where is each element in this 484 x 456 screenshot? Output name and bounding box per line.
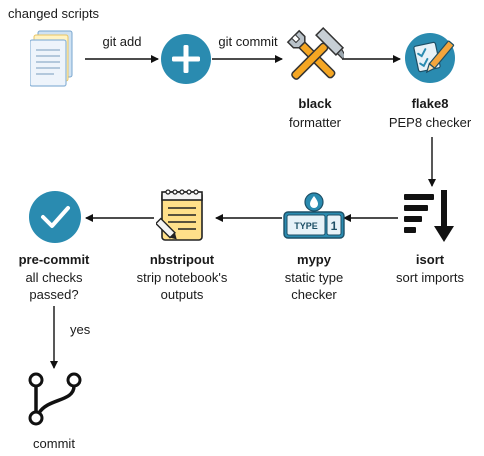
flake8-subtitle: PEP8 checker xyxy=(388,115,472,130)
black-subtitle: formatter xyxy=(288,115,341,130)
flake8-title: flake8 xyxy=(411,96,449,111)
hammer-wrench-icon xyxy=(286,26,344,80)
commit-title: commit xyxy=(33,436,75,451)
type-badge-icon: TYPE 1 xyxy=(283,192,345,239)
mypy-line2: checker xyxy=(291,287,337,302)
isort-title: isort xyxy=(415,252,445,267)
mypy-title: mypy xyxy=(297,252,331,267)
precommit-line1: all checks xyxy=(25,270,83,285)
isort-subtitle: sort imports xyxy=(396,270,464,285)
sort-lines-arrow-icon xyxy=(404,190,454,242)
type-badge-number: 1 xyxy=(331,219,338,233)
edge-label-git-add: git add xyxy=(102,34,142,49)
precommit-line2: passed? xyxy=(29,287,79,302)
start-label: changed scripts xyxy=(8,6,100,21)
nbstripout-line2: outputs xyxy=(160,287,204,302)
nbstripout-title: nbstripout xyxy=(149,252,215,267)
black-title: black xyxy=(298,96,332,111)
nbstripout-line1: strip notebook's xyxy=(136,270,228,285)
git-branch-icon xyxy=(28,372,82,426)
precommit-title: pre-commit xyxy=(18,252,90,267)
mypy-line1: static type xyxy=(284,270,344,285)
edge-label-git-commit: git commit xyxy=(218,34,278,49)
notepad-pencil-icon xyxy=(156,189,203,241)
edge-label-yes: yes xyxy=(70,322,91,337)
checklist-pen-icon xyxy=(405,33,455,83)
plus-icon xyxy=(161,34,211,84)
checkmark-circle-icon xyxy=(29,191,81,243)
type-badge-label: TYPE xyxy=(294,221,318,231)
document-stack-icon xyxy=(30,30,73,87)
